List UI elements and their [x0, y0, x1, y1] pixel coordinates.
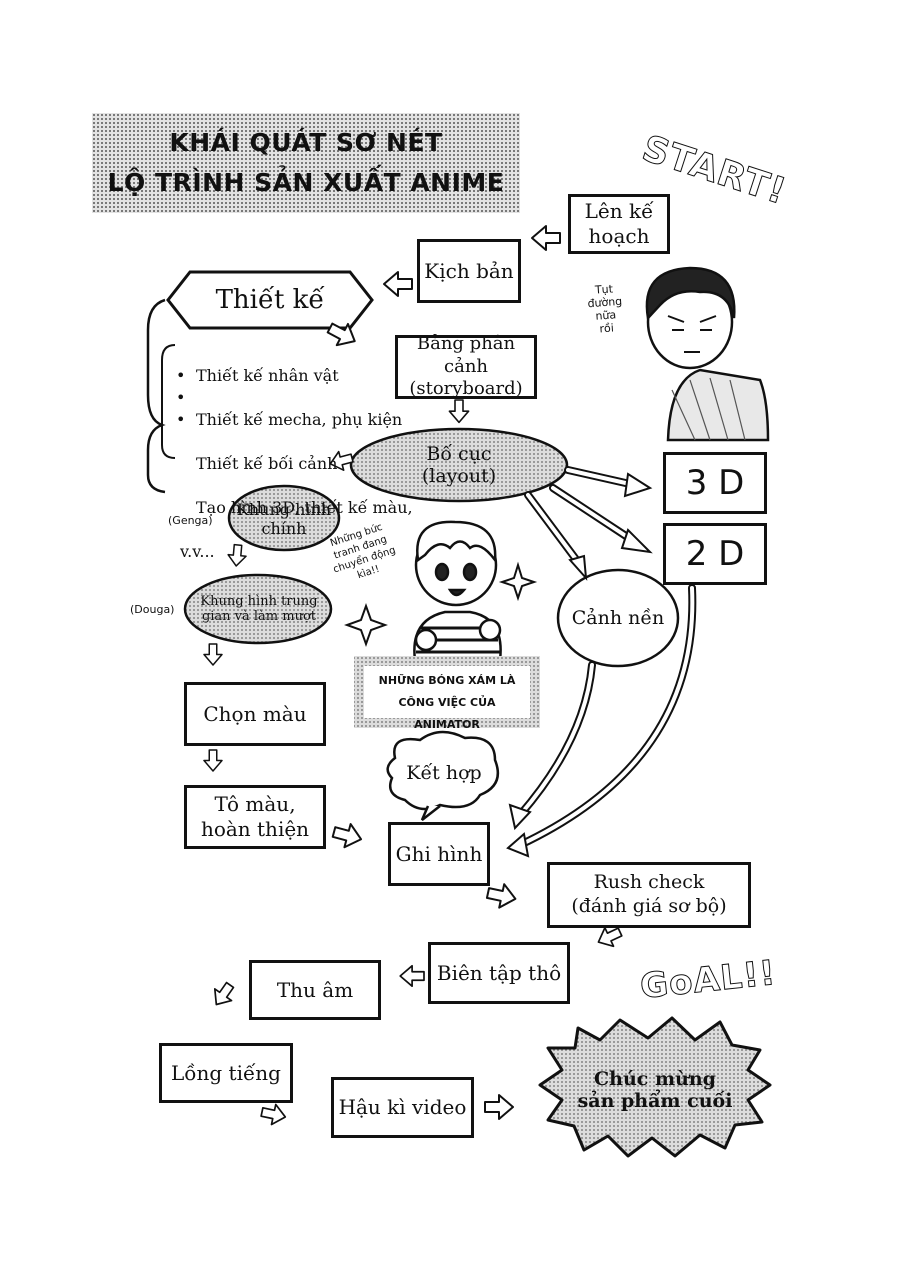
arrow-post-to-final	[484, 1094, 514, 1120]
dubbing-box: Lồng tiếng	[159, 1043, 293, 1103]
title-line-1: KHÁI QUÁT SƠ NÉT	[169, 128, 443, 157]
audio-box: Thu âm	[249, 960, 381, 1020]
genga-side-label: (Genga)	[168, 514, 213, 527]
script-box: Kịch bản	[417, 239, 521, 303]
arrow-script-to-design	[383, 271, 413, 297]
arrow-storyboard-to-layout	[448, 399, 470, 424]
sparkle-icon	[344, 603, 388, 647]
man-speech: Tụt đường nữa rồi	[587, 282, 623, 336]
arrow-douga-to-color	[203, 643, 223, 666]
design-item: v.v...	[180, 542, 215, 561]
storyboard-box: Bảng phân cảnh (storyboard)	[395, 333, 537, 399]
arrow-layout-to-3d	[564, 466, 653, 498]
design-item: Thiết kế nhân vật	[196, 366, 339, 385]
post-video-box: Hậu kì video	[331, 1077, 474, 1138]
douga-label: Khung hình trung gian và làm mượt	[200, 594, 318, 624]
compositing-bubble-shape	[386, 730, 500, 811]
layout-oval	[349, 427, 569, 503]
two-d-box: 2 D	[663, 523, 767, 585]
compositing-label: Kết hợp	[406, 762, 482, 784]
paint-box: Tô màu, hoàn thiện	[184, 785, 326, 849]
final-label: Chúc mừng sản phẩm cuối	[577, 1068, 733, 1112]
arrow-background-to-record	[508, 661, 596, 831]
design-item: Thiết kế mecha, phụ kiện	[196, 410, 403, 429]
arrow-plan-to-script	[531, 225, 561, 251]
rough-edit-box: Biên tập thô	[428, 942, 570, 1004]
layout-label: Bố cục (layout)	[421, 443, 497, 487]
rush-check-box: Rush check (đánh giá sơ bộ)	[547, 862, 751, 928]
arrow-edit-to-audio	[399, 964, 425, 988]
design-items-list: Thiết kế nhân vật Thiết kế mecha, phụ ki…	[180, 343, 413, 585]
arrow-2d-to-record	[506, 584, 697, 858]
genga-oval	[227, 484, 341, 552]
design-label: Thiết kế	[215, 285, 325, 315]
record-box: Ghi hình	[388, 822, 490, 886]
sparkle-icon	[498, 561, 538, 602]
animator-note: NHỮNG BÓNG XÁM LÀ CÔNG VIỆC CỦA ANIMATOR	[378, 674, 516, 731]
arrow-audio-to-dubbing	[207, 978, 240, 1012]
plan-box: Lên kế hoạch	[568, 194, 670, 254]
title-line-2: LỘ TRÌNH SẢN XUẤT ANIME	[107, 168, 505, 197]
design-item: Tạo hình 3D, thiết kế màu,	[196, 498, 413, 517]
genga-label: Khung hình chính	[236, 500, 332, 538]
background-oval	[556, 568, 680, 668]
arrow-paint-to-record	[329, 819, 366, 852]
arrow-layout-to-2d	[549, 484, 653, 554]
list-bullets: • • •	[176, 366, 186, 429]
douga-oval	[183, 573, 333, 645]
man-illustration	[645, 266, 770, 442]
three-d-box: 3 D	[663, 452, 767, 514]
design-item: Thiết kế bối cảnh	[196, 454, 338, 473]
arrow-record-to-rush	[484, 880, 519, 912]
final-starburst	[538, 1016, 772, 1158]
arrow-color-to-paint	[203, 749, 223, 772]
arrow-layout-to-background	[524, 491, 588, 581]
color-select-box: Chọn màu	[184, 682, 326, 746]
arrow-dubbing-to-post	[259, 1101, 289, 1128]
background-label: Cảnh nền	[571, 607, 665, 629]
kid-illustration	[413, 520, 502, 662]
title-band: KHÁI QUÁT SƠ NÉT LỘ TRÌNH SẢN XUẤT ANIME	[92, 113, 520, 213]
douga-side-label: (Douga)	[130, 603, 175, 616]
